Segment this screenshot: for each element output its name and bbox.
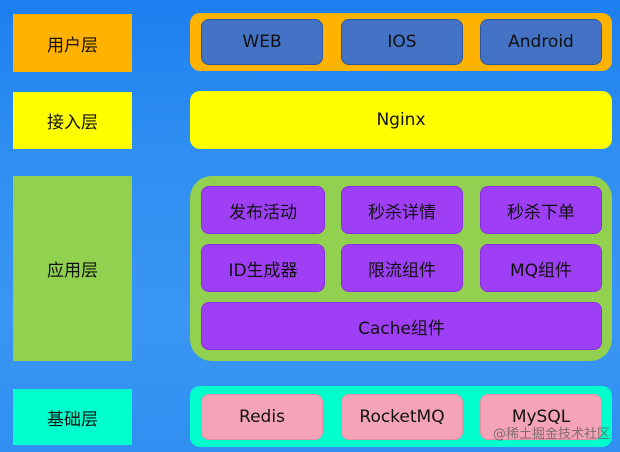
node-ios: IOS: [341, 19, 463, 65]
node-rocketmq: RocketMQ: [341, 394, 463, 440]
node-android: Android: [480, 19, 602, 65]
layer-label-app: 应用层: [13, 176, 132, 361]
node-rate-limiter: 限流组件: [341, 244, 463, 292]
node-id-generator: ID生成器: [201, 244, 325, 292]
node-publish-activity: 发布活动: [201, 186, 325, 234]
node-mysql: MySQL: [480, 394, 602, 440]
node-seckill-detail: 秒杀详情: [341, 186, 463, 234]
node-web: WEB: [201, 19, 323, 65]
node-redis: Redis: [201, 394, 323, 440]
node-nginx: Nginx: [190, 91, 612, 149]
layer-label-user: 用户层: [13, 14, 132, 72]
watermark: @稀土掘金技术社区: [492, 427, 610, 442]
node-seckill-order: 秒杀下单: [480, 186, 602, 234]
layer-label-base: 基础层: [13, 389, 132, 445]
node-cache-component: Cache组件: [201, 302, 602, 350]
layer-label-access: 接入层: [13, 92, 132, 149]
node-mq-component: MQ组件: [480, 244, 602, 292]
